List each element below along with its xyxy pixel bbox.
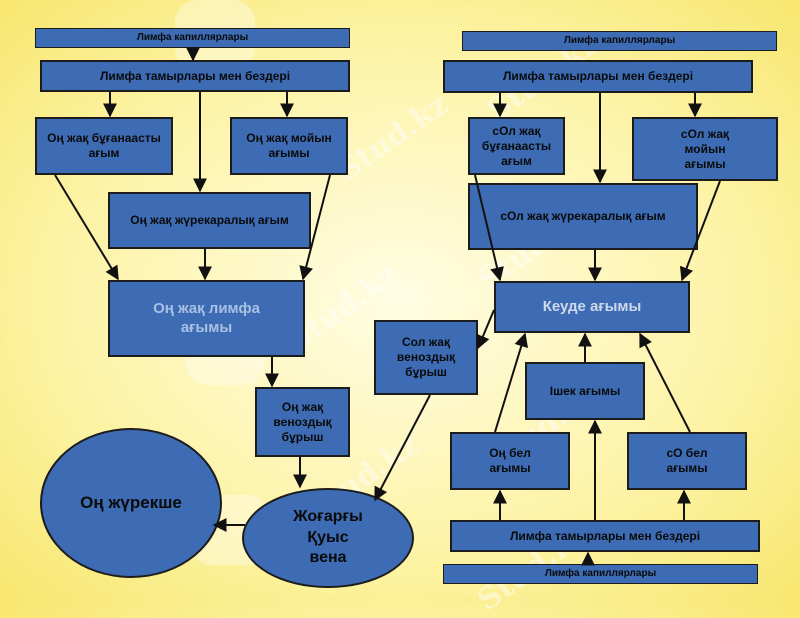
left-cardiac-box: сОл жақ жүрекаралық ағым (468, 183, 698, 250)
right-subclavian-box: Оң жақ бұғанаасты ағым (35, 117, 173, 175)
superior-vena-cava-ellipse: Жоғарғы Қуыс вена (242, 488, 414, 588)
right-vessels-nodes-top-box: Лимфа тамырлары мен бездері (443, 60, 753, 93)
right-cardiac-box: Оң жақ жүрекаралық ағым (108, 192, 311, 249)
arrow (679, 180, 721, 282)
arrow (374, 394, 431, 502)
right-capillaries-bottom-box: Лимфа капиллярлары (443, 564, 758, 584)
arrow (494, 332, 529, 433)
flow-arrows (54, 47, 721, 566)
arrow (54, 174, 119, 281)
right-jugular-box: Оң жақ мойын ағымы (230, 117, 348, 175)
right-lymph-duct-box: Оң жақ лимфа ағымы (108, 280, 305, 357)
intestinal-trunk-box: Ішек ағымы (525, 362, 645, 420)
left-venous-angle-box: Сол жақ веноздық бұрыш (374, 320, 478, 395)
left-subclavian-box: сОл жақ бұғанаасты ағым (468, 117, 565, 175)
thoracic-duct-box: Кеуде ағымы (494, 281, 690, 333)
arrow (299, 174, 331, 281)
right-venous-angle-box: Оң жақ веноздық бұрыш (255, 387, 350, 457)
right-atrium-ellipse: Оң жүрекше (40, 428, 222, 578)
left-jugular-box: сОл жақ мойын ағымы (632, 117, 778, 181)
arrow (476, 309, 495, 350)
right-lumbar-box: Оң бел ағымы (450, 432, 570, 490)
arrow (639, 332, 691, 433)
arrow (474, 174, 504, 282)
right-vessels-nodes-bottom-box: Лимфа тамырлары мен бездері (450, 520, 760, 552)
left-vessels-nodes-box: Лимфа тамырлары мен бездері (40, 60, 350, 92)
left-lumbar-box: сО бел ағымы (627, 432, 747, 490)
right-capillaries-top-box: Лимфа капиллярлары (462, 31, 777, 51)
